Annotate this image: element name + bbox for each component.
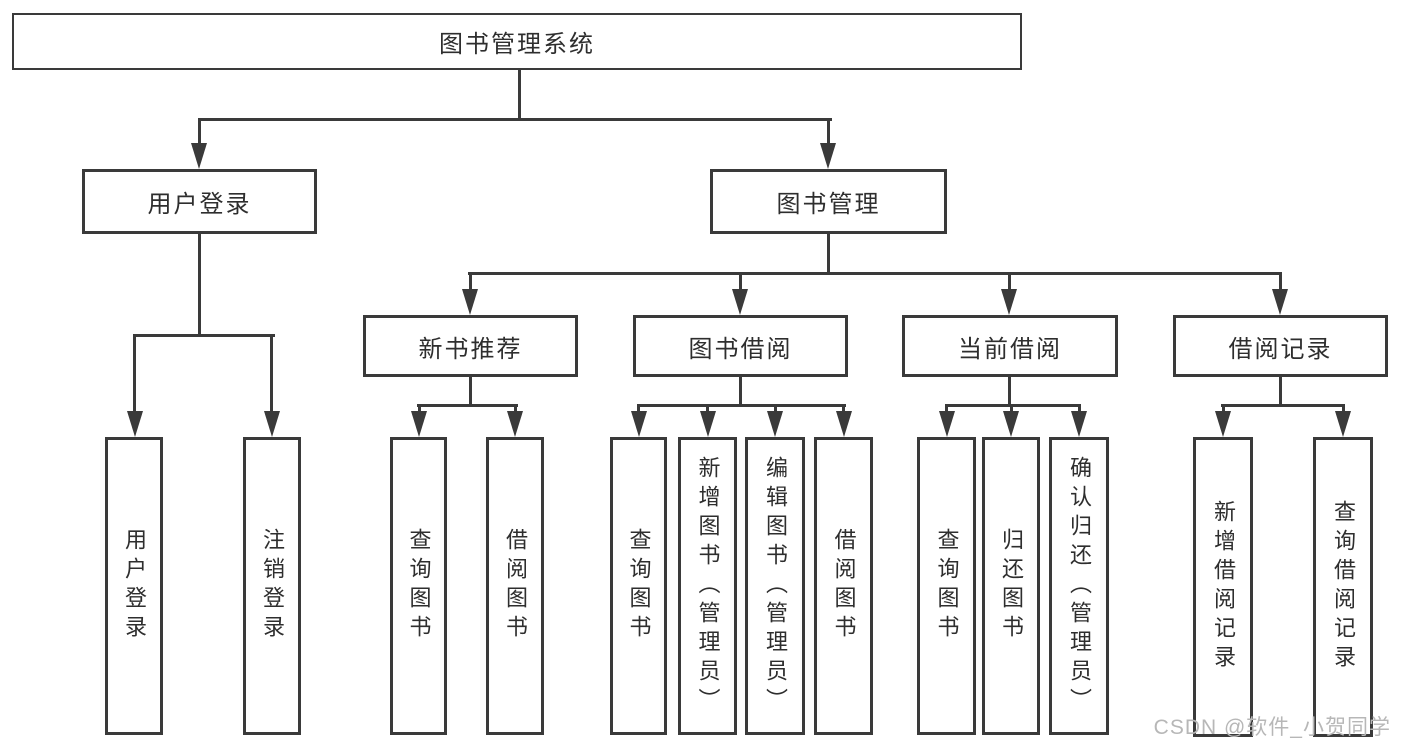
leaf-nb-query-books: 查询图书 (390, 437, 447, 735)
node-book-management: 图书管理 (710, 169, 947, 234)
connector-records-stem (1222, 404, 1225, 414)
arrow-down-icon (1215, 411, 1231, 437)
arrow-down-icon (462, 289, 478, 315)
arrow-down-icon (836, 411, 852, 437)
node-current-borrow-label: 当前借阅 (958, 335, 1062, 363)
node-user-login-label: 用户登录 (147, 191, 252, 218)
leaf-logout: 注销登录 (243, 437, 301, 735)
arrow-down-icon (507, 411, 523, 437)
leaf-bb-add-books-admin-label: 新增图书（管理员） (695, 455, 721, 717)
leaf-bb-edit-books-admin: 编辑图书（管理员） (745, 437, 805, 735)
connector-new-book-stem (514, 404, 517, 414)
leaf-br-query-record-label: 查询借阅记录 (1331, 500, 1356, 674)
leaf-user-login-label: 用户登录 (122, 528, 147, 644)
arrow-down-icon (264, 411, 280, 437)
connector-book-mgmt-stem (1008, 272, 1011, 292)
connector-new-book-horizontal (417, 404, 518, 407)
node-new-book-recommend: 新书推荐 (363, 315, 578, 377)
connector-user-login-horizontal (133, 334, 275, 337)
connector-user-login-vertical (198, 233, 201, 337)
leaf-bb-borrow-books: 借阅图书 (814, 437, 873, 735)
connector-new-book-stem (418, 404, 421, 414)
connector-user-login-stem (133, 334, 136, 414)
node-current-borrow: 当前借阅 (902, 315, 1118, 377)
connector-book-borrow-vertical (739, 375, 742, 406)
leaf-cb-query-books: 查询图书 (917, 437, 976, 735)
leaf-br-query-record: 查询借阅记录 (1313, 437, 1373, 737)
connector-book-mgmt-stem (739, 272, 742, 292)
leaf-cb-query-books-label: 查询图书 (934, 528, 960, 644)
leaf-bb-add-books-admin: 新增图书（管理员） (678, 437, 737, 735)
connector-book-borrow-horizontal (637, 404, 846, 407)
arrow-down-icon (411, 411, 427, 437)
arrow-down-icon (820, 143, 836, 169)
leaf-bb-edit-books-admin-label: 编辑图书（管理员） (763, 455, 788, 717)
node-new-book-recommend-label: 新书推荐 (418, 335, 523, 363)
connector-book-mgmt-stem (1279, 272, 1282, 292)
arrow-down-icon (191, 143, 207, 169)
leaf-br-add-record: 新增借阅记录 (1193, 437, 1253, 737)
leaf-cb-return-books-label: 归还图书 (999, 528, 1024, 644)
node-user-login: 用户登录 (82, 169, 317, 234)
connector-book-mgmt-stem (469, 272, 472, 292)
arrow-down-icon (939, 411, 955, 437)
node-book-borrow-label: 图书借阅 (688, 335, 793, 363)
leaf-cb-confirm-return-admin: 确认归还（管理员） (1049, 437, 1109, 735)
connector-new-book-vertical (469, 375, 472, 406)
node-book-management-label: 图书管理 (776, 191, 881, 218)
connector-book-borrow-stem (842, 404, 845, 414)
connector-root-left-stem (198, 118, 201, 146)
leaf-logout-label: 注销登录 (260, 528, 285, 644)
leaf-nb-borrow-books-label: 借阅图书 (503, 528, 528, 644)
watermark: CSDN @软件_小贺同学 (1153, 716, 1391, 739)
connector-current-borrow-stem (1010, 404, 1013, 414)
connector-records-stem (1342, 404, 1345, 414)
leaf-bb-borrow-books-label: 借阅图书 (831, 528, 857, 644)
connector-book-borrow-stem (774, 404, 777, 414)
connector-current-borrow-vertical (1008, 375, 1011, 406)
arrow-down-icon (1001, 289, 1017, 315)
leaf-br-add-record-label: 新增借阅记录 (1211, 500, 1236, 674)
connector-records-vertical (1279, 375, 1282, 406)
leaf-bb-query-books-label: 查询图书 (626, 528, 652, 644)
node-root: 图书管理系统 (12, 13, 1022, 70)
arrow-down-icon (767, 411, 783, 437)
connector-current-borrow-stem (945, 404, 948, 414)
connector-book-mgmt-vertical (827, 233, 830, 275)
connector-book-borrow-stem (637, 404, 640, 414)
arrow-down-icon (1335, 411, 1351, 437)
arrow-down-icon (732, 289, 748, 315)
leaf-bb-query-books: 查询图书 (610, 437, 667, 735)
leaf-nb-borrow-books: 借阅图书 (486, 437, 544, 735)
connector-book-mgmt-horizontal (468, 272, 1282, 275)
connector-book-borrow-stem (706, 404, 709, 414)
connector-root-horizontal (198, 118, 832, 121)
arrow-down-icon (127, 411, 143, 437)
leaf-nb-query-books-label: 查询图书 (406, 528, 432, 644)
arrow-down-icon (631, 411, 647, 437)
arrow-down-icon (1003, 411, 1019, 437)
arrow-down-icon (700, 411, 716, 437)
node-book-borrow: 图书借阅 (633, 315, 848, 377)
node-root-label: 图书管理系统 (439, 31, 595, 58)
leaf-user-login: 用户登录 (105, 437, 163, 735)
connector-current-borrow-horizontal (945, 404, 1081, 407)
connector-root-vertical (518, 69, 521, 121)
arrow-down-icon (1272, 289, 1288, 315)
node-borrow-records-label: 借阅记录 (1228, 335, 1333, 363)
connector-current-borrow-stem (1078, 404, 1081, 414)
leaf-cb-confirm-return-admin-label: 确认归还（管理员） (1067, 455, 1092, 717)
connector-records-horizontal (1221, 404, 1345, 407)
connector-user-login-stem (270, 334, 273, 414)
connector-root-right-stem (827, 118, 830, 146)
arrow-down-icon (1071, 411, 1087, 437)
node-borrow-records: 借阅记录 (1173, 315, 1388, 377)
leaf-cb-return-books: 归还图书 (982, 437, 1040, 735)
